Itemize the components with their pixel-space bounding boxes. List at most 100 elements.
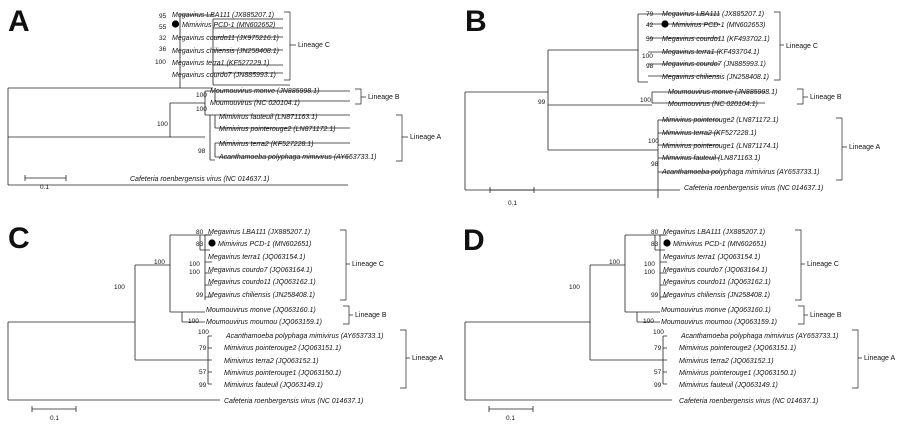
pcd1-marker-icon (661, 20, 669, 28)
bootstrap-value: 100 (644, 269, 655, 276)
leaf-label: Mimivirus pointerouge2 (LN871172.1) (219, 126, 336, 133)
bootstrap-value: 100 (643, 318, 654, 325)
bootstrap-value: 99 (538, 99, 546, 106)
bootstrap-value: 100 (154, 259, 165, 266)
leaf-label: Acanthamoeba polyphaga mimivirus (AY6537… (225, 333, 383, 340)
bootstrap-value: 100 (198, 329, 209, 336)
panel-letter: B (465, 5, 487, 38)
leaf-label: Mimivirus pointerouge2 (JQ063151.1) (679, 345, 796, 352)
bootstrap-value: 79 (199, 345, 207, 352)
leaf-label: Megavirus chiliensis (JN258408.1) (208, 292, 315, 299)
leaf-label: Moumouvirus monve (JN885998.1) (668, 89, 777, 96)
leaf-label: Megavirus LBA111 (JX885207.1) (663, 229, 765, 236)
scale-bar: 0.1 (488, 406, 534, 422)
scale-bar: 0.1 (489, 187, 535, 207)
pcd1-marker-icon (663, 239, 671, 247)
tree-branches (7, 14, 350, 186)
leaf-label: Moumouvirus monve (JQ063160.1) (206, 307, 316, 314)
bootstrap-value: 42 (646, 22, 654, 29)
scale-label: 0.1 (50, 415, 59, 422)
leaf-label: Cafeteria roenbergensis virus (NC 014637… (679, 398, 818, 405)
bootstrap-value: 99 (196, 292, 204, 299)
leaf-label: Mimivirus pointerouge1 (JQ063150.1) (679, 370, 796, 377)
leaf-label: Acanthamoeba polyphaga mimivirus (AY6537… (218, 154, 376, 161)
bootstrap-value: 98 (198, 148, 206, 155)
leaf-label: Cafeteria roenbergensis virus (NC 014637… (224, 398, 363, 405)
lineage-brackets: Lineage C Lineage B Lineage A (284, 11, 441, 162)
leaf-label: Cafeteria roenbergensis virus (NC 014637… (130, 176, 269, 183)
bootstrap-value: 57 (654, 369, 662, 376)
leaf-label: Megavirus courdo7 (JQ063164.1) (208, 267, 312, 274)
leaf-label: Mimivirus terra2 (JQ063152.1) (679, 358, 774, 365)
bootstrap-value: 100 (609, 259, 620, 266)
leaf-labels: Megavirus LBA111 (JX885207.1) Mimivirus … (130, 12, 376, 183)
leaf-label: Megavirus terra1 (KF527229.1) (172, 60, 269, 67)
bootstrap-value: 100 (648, 138, 659, 145)
leaf-label: Megavirus courdo7 (JN885993.1) (172, 72, 276, 79)
bootstrap-value: 100 (196, 106, 207, 113)
scale-bar: 0.1 (24, 175, 67, 191)
lineage-label: Lineage B (368, 94, 400, 101)
lineage-label: Lineage A (410, 134, 441, 141)
leaf-label: Mimivirus pointerouge2 (LN871172.1) (662, 117, 779, 124)
bootstrap-value: 100 (155, 59, 166, 66)
leaf-label: Cafeteria roenbergensis virus (NC 014637… (684, 185, 823, 192)
lineage-label: Lineage A (849, 144, 880, 151)
bootstrap-value: 95 (159, 13, 167, 20)
lineage-brackets: Lineage C Lineage B Lineage A (774, 11, 880, 181)
scale-label: 0.1 (508, 200, 517, 207)
bootstrap-value: 59 (646, 36, 654, 43)
lineage-label: Lineage C (807, 261, 839, 268)
bootstrap-value: 100 (188, 318, 199, 325)
bootstrap-values: 79 42 59 100 98 99 100 100 98 (538, 11, 659, 168)
bootstrap-value: 32 (159, 35, 167, 42)
bootstrap-values: 80 83 100 100 100 99 100 100 100 79 57 9… (569, 229, 664, 389)
pcd1-marker-icon (171, 20, 180, 28)
leaf-label: Megavirus courdo11 (JX975216.1) (172, 35, 279, 42)
leaf-label: Mimivirus pointerouge2 (JQ063151.1) (224, 345, 341, 352)
bootstrap-value: 79 (646, 11, 654, 18)
bootstrap-value: 80 (651, 229, 659, 236)
leaf-label: Moumouvirus (NC 020104.1) (210, 100, 300, 107)
leaf-label: Megavirus courdo11 (JQ063162.1) (663, 279, 771, 286)
leaf-label: Megavirus courdo7 (JQ063164.1) (663, 267, 767, 274)
leaf-label: Megavirus LBA111 (JX885207.1) (662, 11, 764, 18)
bootstrap-value: 100 (189, 269, 200, 276)
leaf-label: Mimivirus PCD-1 (MN602651) (218, 241, 311, 248)
panel-letter: D (463, 224, 485, 257)
panel-a: A Megavirus LBA111 (JX885207.1) Mimiviru… (7, 5, 441, 191)
leaf-label: Megavirus courdo11 (KF493702.1) (662, 36, 770, 43)
lineage-brackets: Lineage C Lineage B Lineage A (340, 229, 443, 389)
leaf-label: Mimivirus fauteuil (LN871163.1) (662, 155, 760, 162)
leaf-label: Mimivirus pointerouge1 (LN871174.1) (662, 143, 779, 150)
lineage-label: Lineage A (864, 355, 895, 362)
bootstrap-value: 100 (114, 284, 125, 291)
scale-bar: 0.1 (31, 406, 77, 422)
bootstrap-value: 100 (157, 121, 168, 128)
leaf-label: Mimivirus PCD-1 (MN602653) (672, 22, 765, 29)
panel-d: D Megavirus LBA111 (JX885207.1) Mimiviru… (463, 224, 895, 422)
lineage-label: Lineage B (355, 312, 387, 319)
panel-c: C Megavirus LBA111 (JX885207.1) Mimiviru… (7, 222, 443, 422)
panel-b: B Megavirus LBA111 (JX885207.1) Mimiviru… (464, 5, 880, 207)
leaf-label: Mimivirus PCD-1 (MN602651) (673, 241, 766, 248)
bootstrap-value: 99 (654, 382, 662, 389)
scale-label: 0.1 (506, 415, 515, 422)
leaf-label: Megavirus courdo11 (JQ063162.1) (208, 279, 316, 286)
leaf-label: Mimivirus fauteuil (JQ063149.1) (224, 382, 323, 389)
leaf-labels: Megavirus LBA111 (JX885207.1) Mimivirus … (206, 229, 383, 405)
leaf-label: Moumouvirus monve (JQ063160.1) (661, 307, 771, 314)
lineage-label: Lineage C (786, 43, 818, 50)
bootstrap-value: 57 (199, 369, 207, 376)
bootstrap-value: 55 (159, 24, 167, 31)
bootstrap-value: 100 (653, 329, 664, 336)
tree-branches (7, 234, 220, 401)
leaf-label: Megavirus LBA111 (JX885207.1) (172, 12, 274, 19)
leaf-labels: Megavirus LBA111 (JX885207.1) Mimivirus … (661, 229, 838, 405)
leaf-label: Moumouvirus moumou (JQ063159.1) (661, 319, 777, 326)
bootstrap-value: 80 (196, 229, 204, 236)
lineage-label: Lineage B (810, 94, 842, 101)
leaf-label: Mimivirus fauteuil (JQ063149.1) (679, 382, 778, 389)
pcd1-marker-icon (208, 239, 216, 247)
